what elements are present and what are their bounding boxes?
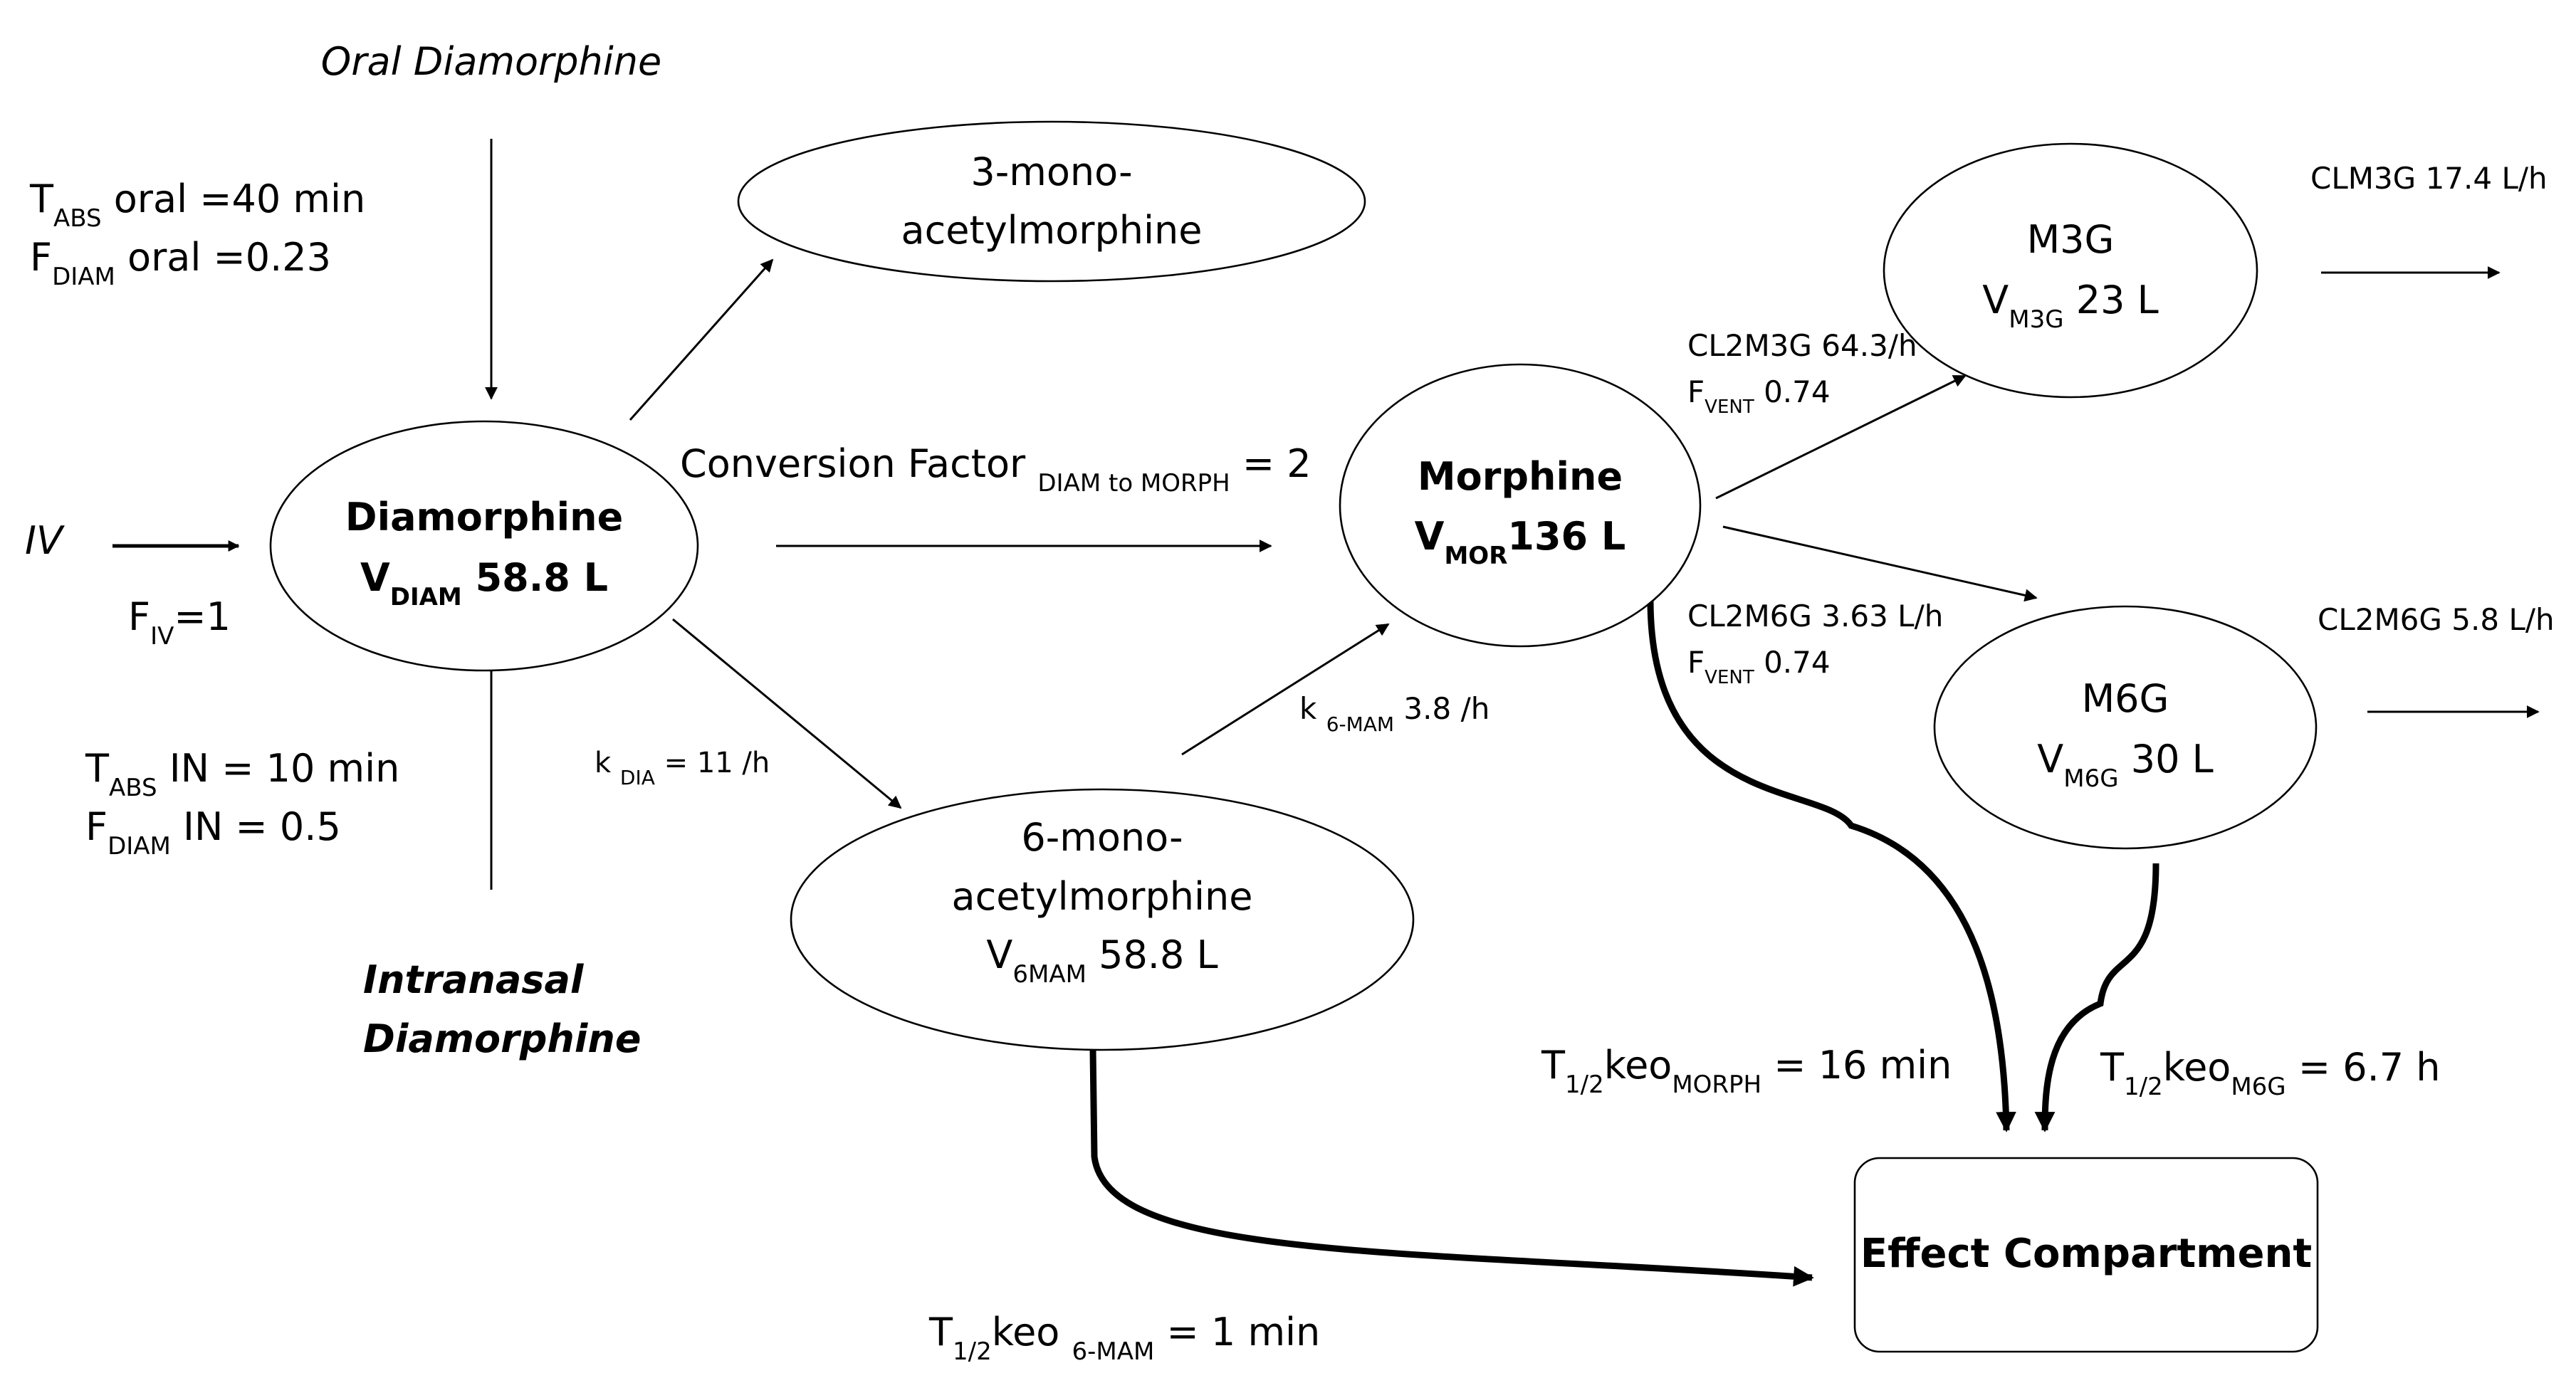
in-tabs-label: TABS IN = 10 min [85, 746, 399, 802]
k-6mam-label: k 6-MAM 3.8 /h [1299, 691, 1489, 736]
in-fdiam-label: FDIAM IN = 0.5 [85, 804, 341, 861]
cl2m6g-label: CL2M6G 3.63 L/h [1687, 599, 1943, 633]
intranasal-label-line2: Diamorphine [363, 1016, 641, 1061]
m3g-volume: VM3G 23 L [1982, 278, 2158, 334]
node-m6g [1933, 605, 2318, 850]
fvent-m6g-label: FVENT 0.74 [1687, 645, 1831, 688]
oral-diamorphine-label: Oral Diamorphine [321, 39, 661, 84]
arrow-6mam-to-morphine [1181, 623, 1390, 756]
node-3-monoacetylmorphine [737, 120, 1366, 283]
arrow-morphine-to-m6g [1722, 525, 2038, 602]
diamorphine-name: Diamorphine [345, 495, 623, 540]
conversion-factor-label: Conversion Factor DIAM to MORPH = 2 [680, 441, 1311, 498]
6mam-line1: 6-mono- [1021, 815, 1183, 860]
node-morphine [1339, 363, 1702, 648]
intranasal-label-line1: Intranasal [363, 957, 585, 1002]
diamorphine-volume: VDIAM 58.8 L [360, 555, 608, 611]
arrow-morphine-to-effect [1647, 599, 2016, 1132]
arrow-m6g-to-effect [2034, 863, 2159, 1132]
arrow-morphine-to-m3g [1715, 374, 1967, 500]
m6g-name: M6G [2082, 676, 2169, 721]
oral-fdiam-label: FDIAM oral =0.23 [30, 235, 331, 291]
oral-tabs-label: TABS oral =40 min [29, 177, 365, 233]
node-effect-compartment [1853, 1157, 2319, 1353]
keo-6mam-label: T1/2keo 6-MAM = 1 min [928, 1310, 1320, 1366]
arrow-diamorphine-to-3mam [629, 258, 774, 421]
node-diamorphine [269, 420, 699, 672]
m3g-name: M3G [2027, 217, 2115, 262]
clm3g-label: CLM3G 17.4 L/h [2310, 161, 2548, 196]
node-6-monoacetylmorphine [790, 788, 1415, 1051]
6mam-line2: acetylmorphine [952, 874, 1253, 919]
morphine-name: Morphine [1418, 454, 1623, 499]
effect-compartment-name: Effect Compartment [1860, 1231, 2312, 1277]
3mam-line1: 3-mono- [970, 149, 1132, 194]
morphine-volume: VMOR136 L [1415, 514, 1626, 570]
k-dia-label: k DIA = 11 /h [595, 747, 770, 789]
3mam-line2: acetylmorphine [901, 208, 1203, 253]
iv-f-label: FIV=1 [128, 594, 231, 651]
cl2m3g-label: CL2M3G 64.3/h [1687, 328, 1917, 363]
keo-m6g-label: T1/2keoM6G = 6.7 h [2100, 1045, 2441, 1101]
keo-morphine-label: T1/2keoMORPH = 16 min [1541, 1043, 1952, 1099]
fvent-m3g-label: FVENT 0.74 [1687, 374, 1831, 418]
cl2m6g-out-label: CL2M6G 5.8 L/h [2318, 602, 2555, 637]
iv-label: IV [25, 518, 66, 563]
arrow-6mam-to-effect [1089, 1049, 1814, 1287]
node-m3g [1883, 142, 2258, 399]
arrow-diamorphine-to-6mam [672, 618, 902, 809]
6mam-volume: V6MAM 58.8 L [986, 932, 1218, 989]
m6g-volume: VM6G 30 L [2037, 737, 2213, 793]
